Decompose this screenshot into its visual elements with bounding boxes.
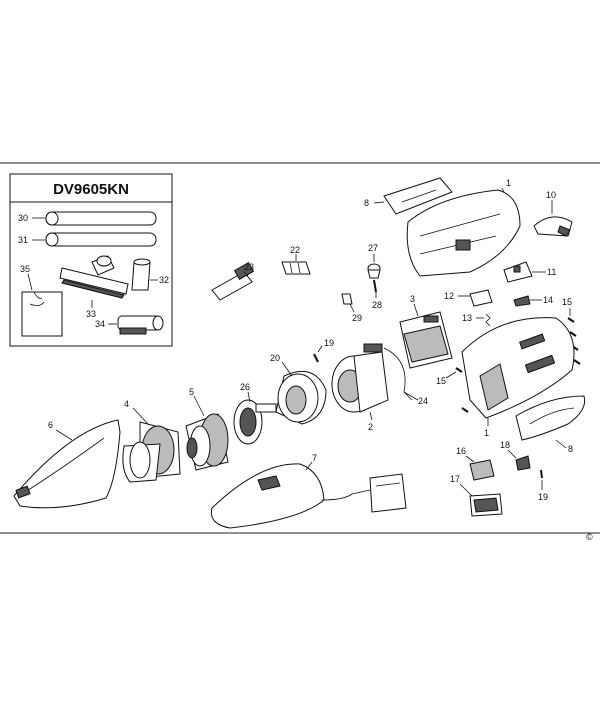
filter-4 (122, 421, 181, 483)
screw-19-upper (313, 353, 319, 363)
switch-27 (367, 263, 381, 279)
callout-3: 3 (410, 294, 415, 304)
callout-30: 30 (18, 213, 28, 223)
battery-pack-3 (399, 311, 453, 369)
callout-15-right: 15 (562, 297, 572, 307)
screws-15-left (455, 367, 469, 413)
model-title: DV9605KN (53, 181, 129, 198)
callout-28: 28 (372, 300, 382, 310)
spring-28 (373, 279, 377, 293)
callout-29: 29 (352, 313, 362, 323)
housing-half-1-top (406, 189, 521, 277)
callout-4: 4 (124, 399, 129, 409)
callout-22: 22 (290, 245, 300, 255)
button-14 (513, 295, 531, 307)
callout-19-upper: 19 (324, 338, 334, 348)
release-button-22 (281, 261, 311, 275)
callout-5: 5 (189, 387, 194, 397)
latch-12 (469, 289, 493, 307)
callout-8-top: 8 (364, 198, 369, 208)
clip-18 (515, 455, 531, 471)
callout-18: 18 (500, 440, 510, 450)
crevice-tool-32 (131, 258, 151, 291)
storage-bag-35 (21, 291, 63, 337)
housing-half-1-lower (461, 317, 575, 419)
callout-8-lower: 8 (568, 444, 573, 454)
callout-20: 20 (270, 353, 280, 363)
cap-10 (533, 216, 573, 237)
top-cover-8 (383, 177, 453, 215)
callout-11: 11 (547, 267, 556, 277)
callout-35: 35 (20, 264, 30, 274)
callout-19-lower: 19 (538, 492, 548, 502)
callout-24: 24 (418, 396, 428, 406)
callout-6: 6 (48, 420, 53, 430)
grille-17 (469, 493, 503, 517)
callout-14: 14 (543, 295, 553, 305)
extension-tube-31 (45, 232, 157, 247)
crevice-tool-23 (211, 261, 255, 301)
callout-16: 16 (456, 446, 466, 456)
fan-26 (233, 399, 277, 445)
accessory-kit-box: DV9605KN 30 31 33 32 (9, 173, 173, 347)
callout-15-left: 15 (436, 376, 446, 386)
extension-tube-30 (45, 211, 157, 226)
callout-12: 12 (444, 291, 454, 301)
wire-harness-24 (383, 347, 413, 401)
callout-27: 27 (368, 243, 378, 253)
callout-32: 32 (159, 275, 169, 285)
callout-13: 13 (462, 313, 472, 323)
copyright-mark: © (586, 532, 593, 542)
pleated-filter-5 (185, 413, 229, 471)
charging-base-7 (210, 463, 407, 529)
switch-cover-11 (503, 261, 533, 283)
callout-31: 31 (18, 235, 28, 245)
callout-23: 23 (244, 262, 254, 272)
callout-1-top: 1 (506, 178, 511, 188)
contact-29 (341, 293, 353, 305)
screw-19-lower (540, 469, 543, 479)
spring-13 (485, 313, 491, 327)
dusting-brush-34 (117, 315, 164, 335)
callout-34: 34 (95, 319, 105, 329)
callout-33: 33 (86, 309, 96, 319)
callout-26: 26 (240, 382, 250, 392)
motor-2 (331, 343, 389, 413)
callout-2: 2 (368, 422, 373, 432)
callout-7: 7 (312, 453, 317, 463)
floor-nozzle-33 (59, 255, 129, 299)
callout-1-lower: 1 (484, 428, 489, 438)
pad-16 (469, 459, 495, 481)
dust-bowl-6 (13, 419, 121, 509)
callout-10: 10 (546, 190, 556, 200)
side-cover-8 (515, 395, 586, 441)
motor-cover-20 (275, 370, 327, 425)
callout-17: 17 (450, 474, 460, 484)
